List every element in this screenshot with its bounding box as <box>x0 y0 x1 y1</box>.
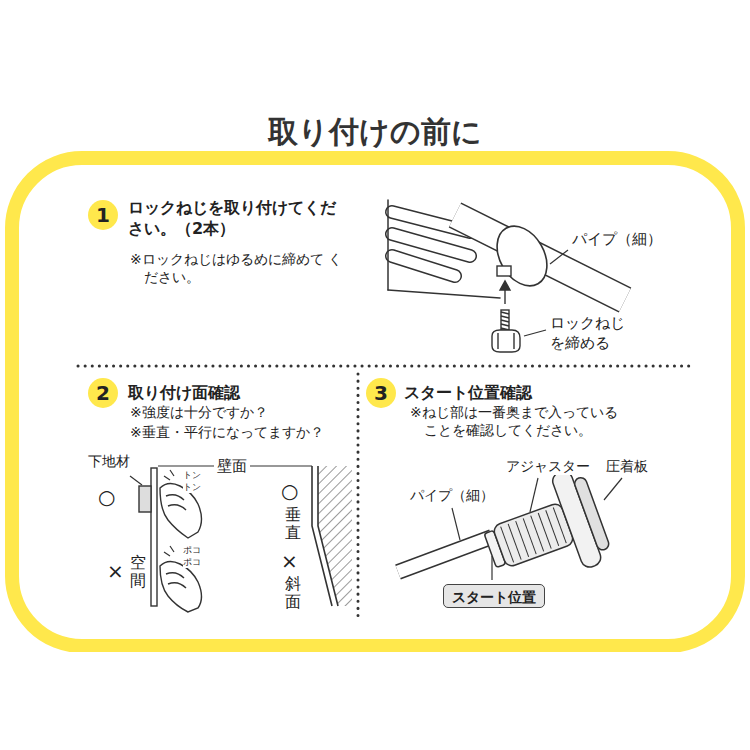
lock-screw <box>501 324 509 326</box>
label-text: 下地材 <box>88 452 130 470</box>
step-number-circle: 1 <box>88 200 118 230</box>
step-heading: 取り付け面確認 <box>128 383 240 404</box>
label-text: ※ロックねじはゆるめに締めて ください。 <box>130 250 350 286</box>
rack-bars <box>392 256 455 276</box>
lock-screw <box>492 281 520 352</box>
hand <box>166 495 186 510</box>
lock-screw <box>501 310 509 330</box>
title-text: 取り付けの前に <box>5 114 745 150</box>
lock-screw <box>513 333 514 349</box>
leader-line <box>491 556 492 580</box>
tag-text: スタート位置 <box>452 589 536 607</box>
divider-line <box>78 365 690 368</box>
step-number: 1 <box>88 200 118 230</box>
step-number-circle: 3 <box>366 378 396 408</box>
adjuster <box>523 518 536 554</box>
adjuster <box>508 524 521 560</box>
rack-bars <box>392 234 470 256</box>
leader-line <box>452 508 460 540</box>
wall-side <box>318 466 338 606</box>
circle-outline <box>366 378 396 408</box>
pipe-thin <box>398 537 492 572</box>
label-text: パイプ（細） <box>572 230 662 250</box>
leader-line <box>530 478 538 512</box>
impact-mark <box>164 470 174 556</box>
wall <box>151 468 157 606</box>
label-text: × <box>107 558 124 584</box>
step-heading: スタート位置確認 <box>404 383 532 404</box>
leader-line <box>250 465 312 466</box>
adjuster <box>531 516 544 552</box>
position-tag: スタート位置 <box>443 584 545 608</box>
label-text: パイプ（細） <box>410 486 494 504</box>
pipe-thin <box>455 215 625 300</box>
adjuster <box>473 465 614 598</box>
hand <box>166 573 186 588</box>
lock-screw <box>501 320 509 322</box>
label-text: × <box>281 548 298 574</box>
impact-mark <box>164 546 174 556</box>
pipe-thin <box>398 537 492 572</box>
label-text: ※強度は十分ですか？ <box>130 403 268 421</box>
wall-side <box>312 466 332 606</box>
leader-line <box>524 330 546 336</box>
pipe-thin <box>398 537 492 572</box>
divider-line <box>357 374 360 622</box>
adjuster <box>501 507 567 562</box>
impact-mark <box>164 470 174 480</box>
adjuster <box>492 502 575 568</box>
label-text: ポコ ポコ <box>183 545 205 568</box>
lock-screw <box>501 312 509 330</box>
rack-bars <box>388 290 500 298</box>
adjuster <box>516 521 529 557</box>
label-text: ロックねじ を締める <box>550 314 632 353</box>
lock-screw <box>501 316 509 318</box>
label-text: ○ <box>98 484 115 510</box>
circle-outline <box>88 378 118 408</box>
label-text: 斜面 <box>285 575 301 610</box>
divider-line <box>78 366 690 622</box>
label-text: 壁面 <box>217 457 247 477</box>
rack-bars <box>392 256 455 276</box>
leader-line <box>130 476 142 485</box>
lock-screw <box>500 281 510 290</box>
label-text: 圧着板 <box>606 457 648 475</box>
pipe-thin <box>455 215 625 300</box>
pipe-thin <box>455 215 625 300</box>
adjuster <box>573 476 610 552</box>
leader-line <box>158 465 214 466</box>
wall-side <box>312 466 352 606</box>
pipe-joint <box>487 217 557 294</box>
wall <box>139 486 151 512</box>
wall-side <box>318 466 352 606</box>
hand <box>160 561 202 612</box>
lock-screw <box>492 330 520 352</box>
step-number-circle: 2 <box>88 378 118 408</box>
step-number: 3 <box>366 378 396 408</box>
label-text: トン トン <box>183 470 205 493</box>
adjuster <box>538 513 551 549</box>
adjuster <box>501 527 514 563</box>
label-text: ※垂直・平行になってますか？ <box>130 423 324 441</box>
label-text: 空間 <box>130 554 146 589</box>
lock-screw <box>501 312 509 314</box>
label-text: ○ <box>281 478 298 504</box>
panel-outline <box>12 158 738 646</box>
label-text: 垂直 <box>285 506 301 541</box>
leader-line <box>604 478 622 500</box>
adjuster <box>546 510 559 546</box>
label-text: アジャスター <box>506 457 590 475</box>
step-heading: ロックねじを取り付けてくだ さい。（2本） <box>128 198 346 240</box>
pipe-joint <box>487 217 557 294</box>
step-number: 2 <box>88 378 118 408</box>
circle-outline <box>88 200 118 230</box>
pipe-joint <box>497 266 511 276</box>
label-text: ※ねじ部は一番奥まで入っている ことを確認してください。 <box>410 403 630 439</box>
lock-screw <box>497 333 498 349</box>
rack-bars <box>387 200 389 290</box>
leader-line <box>550 250 568 264</box>
